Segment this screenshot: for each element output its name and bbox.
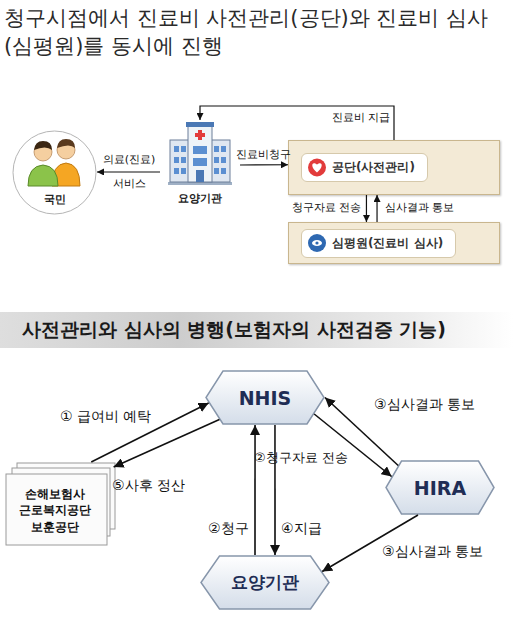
edge-label: 심사결과 통보: [385, 201, 454, 215]
node-label: 사전관리와 심사의 병행(보험자의 사전검증 기능): [22, 317, 446, 343]
node-label: 국민: [44, 192, 66, 207]
edge-label: 의료(진료) 서비스: [100, 148, 158, 196]
cross-symbol: [195, 133, 205, 137]
paper-sheet: [6, 474, 107, 545]
window: [174, 157, 179, 163]
flow-arrow: [274, 425, 276, 555]
edge-label: 진료비 지급: [332, 110, 391, 125]
building-roof: [186, 122, 214, 127]
node-label: NHIS: [239, 387, 292, 409]
hexagon-shape: [201, 556, 329, 609]
window: [221, 157, 226, 163]
window: [174, 146, 179, 152]
flow-arrow: [97, 171, 160, 172]
hospital-building: [168, 122, 232, 185]
window: [174, 168, 179, 174]
hexagon-shape: [386, 461, 494, 514]
window: [181, 168, 186, 174]
edge-label: 청구자료 전송: [292, 201, 361, 215]
person-circle: 국민: [12, 130, 97, 215]
cross-symbol: [198, 130, 202, 140]
flow-arrow: [314, 414, 391, 477]
flow-arrow: [240, 164, 288, 165]
flow-arrow: [366, 195, 367, 222]
window: [214, 168, 219, 174]
hospital-icon: 요양기관: [160, 120, 240, 210]
diagram-title: 청구시점에서 진료비 사전관리(공단)와 진료비 심사 (심평원)를 동시에 진…: [4, 4, 509, 61]
flow-arrow: [254, 425, 256, 555]
window: [181, 157, 186, 163]
window: [193, 146, 207, 154]
hexagon-node: HIRA: [385, 460, 495, 515]
edge-label: ④지급: [281, 520, 322, 538]
flow-arrow: [200, 106, 394, 140]
stacked-box: 손해보험사 근로복지공단 보훈공단: [5, 462, 117, 547]
flow-arrow: [114, 420, 220, 468]
edge-label: ③심사결과 통보: [374, 396, 475, 414]
node-label: 공단(사전관리): [301, 153, 428, 182]
edge-label: ⑤사후 정산: [112, 477, 185, 495]
window: [214, 146, 219, 152]
hexagon-node: NHIS: [205, 370, 325, 425]
window: [193, 158, 207, 166]
edge-label: ① 급여비 예탁: [60, 408, 151, 426]
section-band: 사전관리와 심사의 병행(보험자의 사전검증 기능): [0, 312, 513, 348]
node-label: 요양기관: [231, 571, 299, 594]
node-label: 손해보험사 근로복지공단 보훈공단: [13, 486, 97, 535]
edge-label: ②청구자료 전송: [254, 449, 348, 467]
node-label: 심평원(진료비 심사): [301, 229, 456, 258]
edge-label: ③심사결과 통보: [382, 543, 483, 561]
edge-label: 진료비청구: [236, 148, 291, 162]
window: [221, 146, 226, 152]
node-label: 요양기관: [178, 191, 222, 206]
building-tower: [188, 126, 212, 182]
edge-label: ②청구: [208, 520, 249, 538]
ground-line: [168, 182, 232, 185]
door: [196, 170, 204, 182]
node-label: HIRA: [414, 477, 466, 499]
process-box: 공단(사전관리): [288, 140, 500, 195]
flow-arrow: [376, 195, 377, 222]
building-wing: [170, 140, 230, 182]
circle-shape: [13, 131, 96, 214]
hexagon-shape: [206, 371, 324, 424]
window: [221, 168, 226, 174]
window: [181, 146, 186, 152]
hexagon-node: 요양기관: [200, 555, 330, 610]
window: [214, 157, 219, 163]
process-box: 심평원(진료비 심사): [288, 222, 500, 264]
